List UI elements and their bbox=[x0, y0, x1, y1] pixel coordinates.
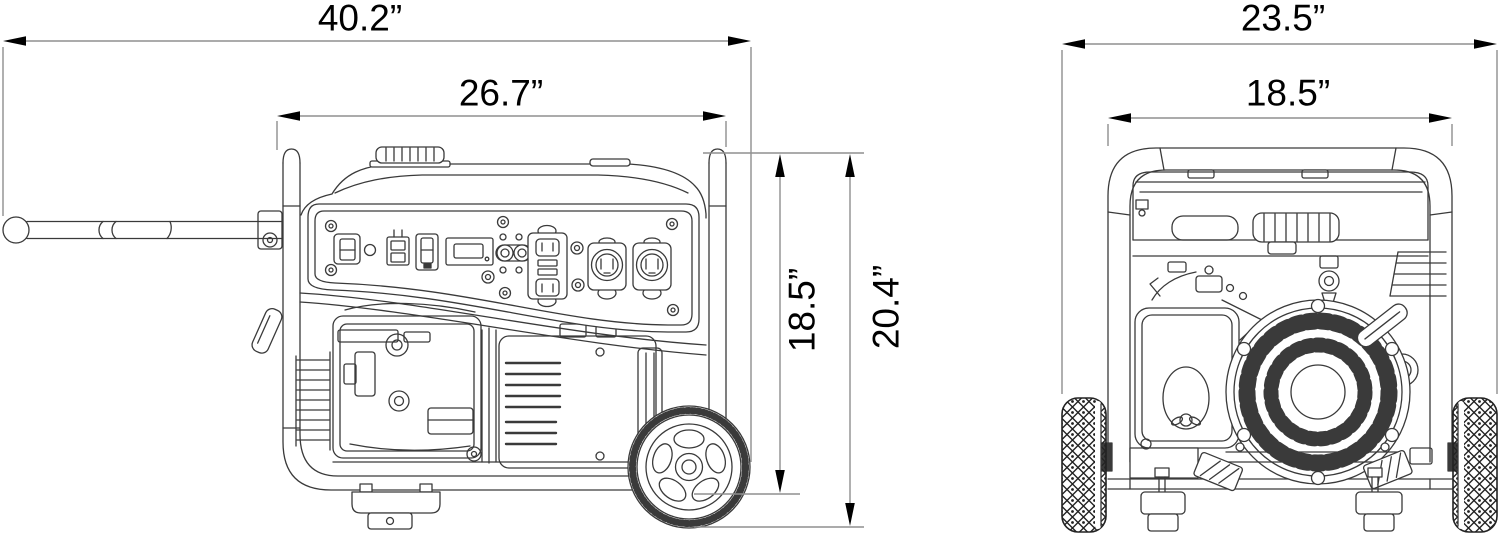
panel-push-breakers bbox=[481, 233, 532, 284]
dimension-label-frame-width: 18.5” bbox=[1245, 72, 1331, 114]
dimension-label-body-length: 26.7” bbox=[458, 72, 544, 114]
dimension-lines bbox=[24, 40, 1476, 505]
panel-meter bbox=[445, 237, 494, 266]
panel-twistlock-outlet-2 bbox=[632, 237, 672, 300]
front-air-filter bbox=[1134, 307, 1240, 449]
dimension-annotations bbox=[2, 36, 1498, 528]
panel-usb-outlet bbox=[386, 229, 410, 266]
front-right-wheel bbox=[1447, 397, 1498, 533]
panel-indicator bbox=[363, 243, 377, 257]
front-recoil-grip bbox=[1356, 303, 1408, 348]
side-handle bbox=[2, 210, 283, 250]
dimension-arrowheads bbox=[3, 36, 1497, 526]
side-engine bbox=[295, 302, 641, 464]
side-foot bbox=[351, 483, 441, 530]
extension-lines bbox=[2, 47, 1498, 528]
front-engine-base bbox=[1129, 438, 1413, 492]
side-view-drawing bbox=[2, 146, 751, 530]
panel-screws bbox=[324, 215, 680, 317]
front-fuel-cap bbox=[1252, 212, 1340, 255]
dimension-label-overall-width: 23.5” bbox=[1240, 0, 1326, 39]
panel-power-switch bbox=[333, 233, 361, 265]
side-handle-latch bbox=[251, 308, 283, 354]
side-control-panel bbox=[299, 203, 707, 356]
dimension-label-overall-height: 20.4” bbox=[865, 264, 907, 350]
front-view-drawing bbox=[1061, 147, 1498, 533]
front-left-wheel bbox=[1061, 397, 1113, 533]
front-fuel-tank bbox=[1132, 171, 1429, 257]
panel-twistlock-outlet-1 bbox=[587, 237, 627, 300]
front-engine-recoil bbox=[1225, 298, 1419, 486]
dimension-label-overall-length: 40.2” bbox=[317, 0, 403, 39]
side-fuel-cap bbox=[385, 147, 435, 162]
front-fuel-valve bbox=[1318, 255, 1340, 307]
panel-gfci-outlet bbox=[527, 224, 568, 308]
panel-breaker-rocker bbox=[415, 233, 439, 271]
side-wheel bbox=[627, 405, 751, 529]
dimension-label-frame-height: 18.5” bbox=[781, 267, 823, 353]
front-feet bbox=[1140, 467, 1403, 532]
front-right-louvers bbox=[1389, 251, 1447, 465]
